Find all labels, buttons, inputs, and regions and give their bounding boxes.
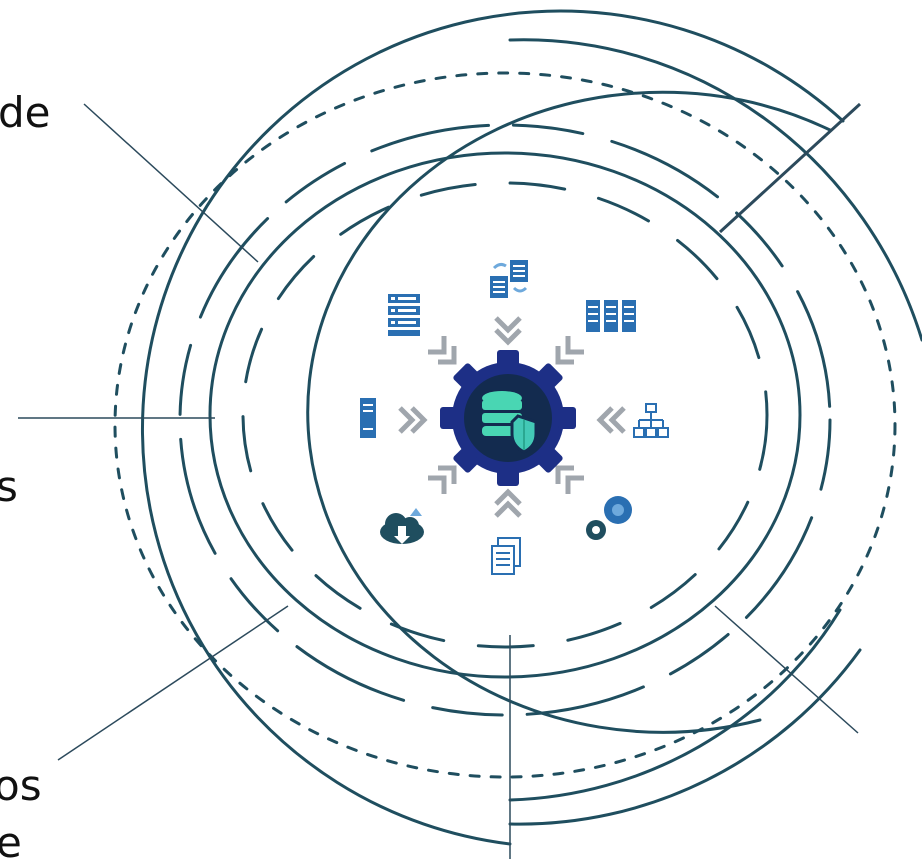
network-hierarchy-icon [633, 403, 669, 438]
gears-icon [586, 496, 632, 540]
leader-lines [18, 102, 862, 859]
arrow-bottom-left [428, 465, 457, 494]
inner-dashed-ring [241, 181, 769, 649]
database-shield-icon [440, 350, 576, 486]
documents-icon [491, 537, 521, 575]
leader-line-top-left [83, 103, 259, 263]
arrows [398, 316, 626, 518]
arrow-bottom-right [555, 465, 584, 494]
server-tower-icon [360, 398, 376, 438]
dashed-ring [113, 71, 897, 779]
leader-line-top-right [718, 102, 862, 234]
leader-line-bottom-right [714, 605, 859, 734]
ring-group [113, 9, 922, 846]
leader-line-bottom-left [57, 605, 289, 761]
fourth-ring [208, 151, 802, 679]
storage-stack-icon [388, 294, 420, 336]
outer-ring-right [508, 38, 922, 342]
arrow-left [398, 406, 428, 434]
server-rack-icon [586, 300, 636, 332]
arrow-right [596, 406, 626, 434]
third-ring [178, 123, 832, 717]
arrow-top-left [428, 336, 457, 365]
cloud-download-icon [380, 508, 424, 544]
arrow-top-right [555, 336, 584, 365]
text-fragment-3: os [0, 761, 42, 810]
text-fragment-1: de [0, 88, 51, 137]
arrow-bottom [494, 488, 522, 518]
outer-ring-bottom-right [508, 648, 862, 826]
outer-ring-bottom-right-2 [508, 608, 842, 802]
text-fragment-2: s [0, 462, 18, 511]
arrow-top [494, 316, 522, 346]
document-sync-icon [490, 260, 528, 298]
text-fragment-4: e [0, 818, 22, 867]
outer-ring [140, 9, 845, 846]
